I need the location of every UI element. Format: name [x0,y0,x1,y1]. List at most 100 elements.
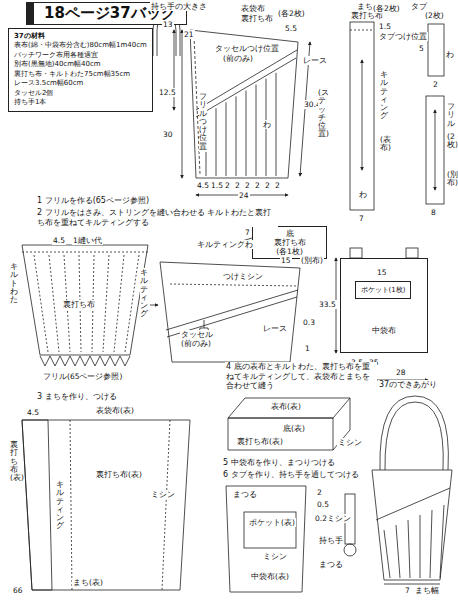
finished-handle [385,402,443,470]
gusset-strip [22,420,52,590]
part-label: 表袋布(表) [95,406,135,415]
part-label: 1.5 [210,181,224,190]
step-caption: 1 フリルを作る(65ページ参照) [36,196,150,206]
step-caption: 2 フリルをはさみ、ストリングを縫い合わせる キルトわたと裏打ち布を重ねてキルテ… [36,208,278,227]
grain-arrow [435,110,436,190]
part-label: 5 [418,44,425,53]
quilted-piece [160,262,300,362]
step-caption: 37のできあがり [378,380,438,390]
part-label: 裏打ち布 [240,14,274,23]
pocket [244,512,296,548]
part-label: まつる [318,560,344,569]
part-label: わ [358,190,368,199]
quilt-line [125,255,139,352]
node-text: 持ち手1本 [14,98,147,107]
node-text: (各1枚) [259,247,320,256]
part-label: わ [244,240,254,249]
part-label: (別布) [447,170,455,189]
part-label: 0.3 [302,318,316,327]
tab [350,248,362,258]
part-label: (各2枚) [372,4,401,13]
part-label: 0.5 [316,500,330,509]
quilt-line [384,530,390,578]
dim-line [174,30,175,110]
part-label: 33.5 [318,300,337,309]
seam [162,420,170,590]
pocket-piece: ポケット(1枚) [355,281,411,299]
part-label: 5.5 [284,24,298,33]
materials-box: 37の材料表布(綿・中袋布分含む)80cm幅1m40cmパッチワーク布用各種適宜… [8,28,153,112]
stripe-seam [216,108,217,176]
stitch-line [170,284,296,286]
seam-allowance [22,252,148,253]
part-label: (前のみ) [222,54,254,63]
part-label: 2 [234,181,241,190]
pattern-piece: 底裏打ち布(各1枚) [252,226,327,259]
bottom-top [228,398,350,418]
step-caption: 5 中袋布を作り、まつりつける [222,458,336,468]
node-text: ポケット(1枚) [359,285,407,295]
seam [70,420,72,590]
part-label: まち幅 [414,586,440,595]
dim-line [384,584,440,585]
gusset-piece [350,22,374,210]
part-label: 表袋布 [240,4,266,13]
part-label: 2 [264,181,271,190]
part-label: わ [445,50,455,59]
part-label: (2枚) [447,132,455,151]
quilting-lines [34,255,139,352]
part-label: 2 [244,181,251,190]
part-label: 13 [162,20,174,29]
node-text: レース3.5cm幅60cm [14,79,147,88]
part-label: キルティング [380,70,388,122]
quilt-line [114,255,124,352]
quilt-line [34,255,48,352]
frill-piece [426,96,444,204]
finished-body [372,470,452,580]
stripe-seam [246,91,247,177]
stripe-seam [226,102,227,176]
finished-handle [380,396,448,470]
part-label: 1 [304,344,311,353]
part-label: 裏打ち布(表) [10,440,18,483]
bag-piece [190,30,298,178]
part-label: 0.2ミシン [314,514,352,523]
part-label: (表布) [380,135,388,154]
part-label: 24 [238,191,250,200]
part-label: 裏打ち布 [62,300,96,309]
quilt-line [408,520,410,578]
part-label: キルトわた [10,262,18,305]
patchwork-stripes [206,73,276,176]
part-label: (ステッチ位置) [318,88,326,140]
node-text: 中袋布 [345,325,423,336]
part-label: 表布(表) [270,402,302,411]
part-label: フリル [447,102,455,129]
part-label: 2 [254,181,261,190]
part-label: タブ [410,2,428,11]
tab-mark [350,30,374,31]
stripe-seam [276,73,277,176]
tab-piece [428,24,444,76]
part-label: 持ち手の大きさ [150,2,208,11]
part-label: 7 [244,228,251,237]
part-label: キルティング [140,268,148,320]
part-label: ミシン [337,438,363,447]
part-label: まつる [232,490,258,499]
part-label: わ [262,120,272,129]
side [350,398,351,430]
bottom-front [228,418,333,450]
part-label: 裏打ち布(表) [95,470,143,479]
part-label: 66 [12,586,24,595]
part-label: 28 [395,368,407,377]
node-text: パッチワーク布用各種適宜 [14,51,147,60]
part-label: 裏打ち布(表) [236,437,284,446]
part-label: 12.5 [158,88,177,97]
part-label: タッセル [180,330,214,339]
part-label: 8 [430,208,437,217]
part-label: まち(表) [72,578,104,587]
part-label: (別布) [300,256,324,265]
part-label: 1.5 [378,22,392,31]
part-label: キルティング [56,480,64,532]
part-label: 15 [280,256,292,265]
part-label: 30 [162,130,174,139]
